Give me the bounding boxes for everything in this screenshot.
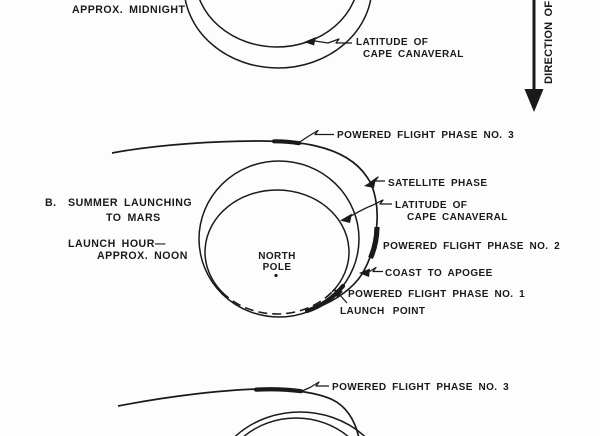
direction-arrow: DIRECTION OF S (524, 0, 555, 112)
phase3-label-b: POWERED FLIGHT PHASE NO. 3 (337, 130, 514, 141)
diagram-b: B. SUMMER LAUNCHING TO MARS LAUNCH HOUR—… (45, 129, 560, 318)
north-pole-label-line1: NORTH (258, 251, 296, 262)
satellite-label-b: SATELLITE PHASE (388, 178, 487, 189)
latitude-circle-b-solid (204, 189, 350, 293)
north-pole-dot (274, 273, 278, 278)
diagram-a: APPROX. MIDNIGHT LATITUDE OF CAPE CANAVE… (72, 0, 464, 69)
latitude-label-a-line2: CAPE CANAVERAL (363, 49, 464, 60)
launch-hour-label-a: APPROX. MIDNIGHT (72, 4, 186, 16)
phase3-leader-line-b (298, 129, 334, 144)
latitude-leader-line-a (314, 38, 352, 44)
down-arrow-icon (524, 89, 544, 112)
phase2-label-b: POWERED FLIGHT PHASE NO. 2 (383, 241, 560, 252)
coast-leader-arrowhead-b (359, 268, 370, 277)
latitude-label-b-line2: CAPE CANAVERAL (407, 212, 508, 223)
phase1-label-b: POWERED FLIGHT PHASE NO. 1 (348, 289, 525, 300)
phase3-leader-line-c (301, 381, 329, 392)
satellite-orbit-circle-c (234, 411, 366, 436)
north-pole-label-line2: POLE (263, 262, 292, 273)
latitude-leader-arrowhead-a (304, 37, 316, 46)
phase3-thick-segment-b (271, 139, 302, 146)
latitude-label-a-line1: LATITUDE OF (356, 37, 428, 48)
latitude-circle-a (199, 0, 355, 48)
satellite-orbit-circle-b (198, 160, 360, 318)
trajectory-c (117, 388, 360, 436)
direction-arrow-label: DIRECTION OF S (543, 0, 555, 84)
launch-point-leader-line-b (338, 293, 348, 304)
phase2-thick-segment-b (368, 226, 380, 260)
phase3-thick-segment-c (253, 387, 304, 394)
latitude-leader-line-b (350, 199, 392, 217)
latitude-leader-arrowhead-b (340, 213, 352, 223)
diagram-b-launch-hour-line2: APPROX. NOON (97, 250, 188, 262)
diagram-b-launch-hour-line1: LAUNCH HOUR— (68, 238, 166, 250)
satellite-leader-arrowhead-b (364, 178, 376, 188)
latitude-circle-b-dashed (221, 291, 333, 315)
latitude-label-b-line1: LATITUDE OF (395, 200, 467, 211)
diagram-b-title-line1: SUMMER LAUNCHING (68, 197, 192, 209)
latitude-circle-c (243, 417, 349, 436)
launch-point-arrowhead-b (333, 289, 343, 298)
diagram-b-title-line2: TO MARS (106, 212, 161, 224)
coast-leader-line-b (367, 266, 383, 274)
coast-label-b: COAST TO APOGEE (385, 268, 493, 279)
diagram-c: POWERED FLIGHT PHASE NO. 3 (117, 381, 509, 436)
phase3-label-c: POWERED FLIGHT PHASE NO. 3 (332, 382, 509, 393)
satellite-orbit-circle-a (184, 0, 372, 69)
phase1-thick-segment-b (304, 283, 346, 314)
launch-point-label-b: LAUNCH POINT (340, 306, 425, 317)
diagram-b-index: B. (45, 197, 57, 209)
